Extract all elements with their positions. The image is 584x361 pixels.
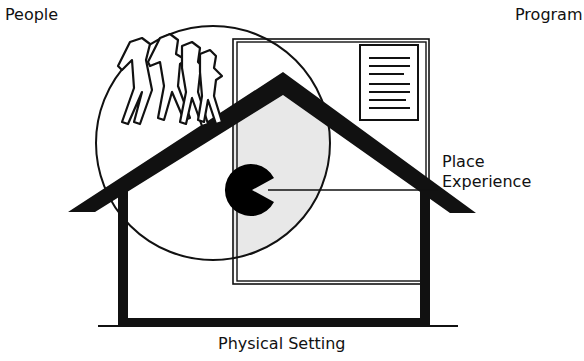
place-experience-dot bbox=[225, 164, 274, 216]
node-heading: People bbox=[5, 5, 58, 25]
callout-label: Place Experience bbox=[442, 152, 532, 192]
leader-line bbox=[268, 189, 438, 191]
program-document bbox=[360, 45, 418, 120]
node-heading: Physical Setting bbox=[218, 334, 345, 354]
node-heading: Program bbox=[515, 5, 583, 25]
people-figures bbox=[118, 34, 222, 126]
